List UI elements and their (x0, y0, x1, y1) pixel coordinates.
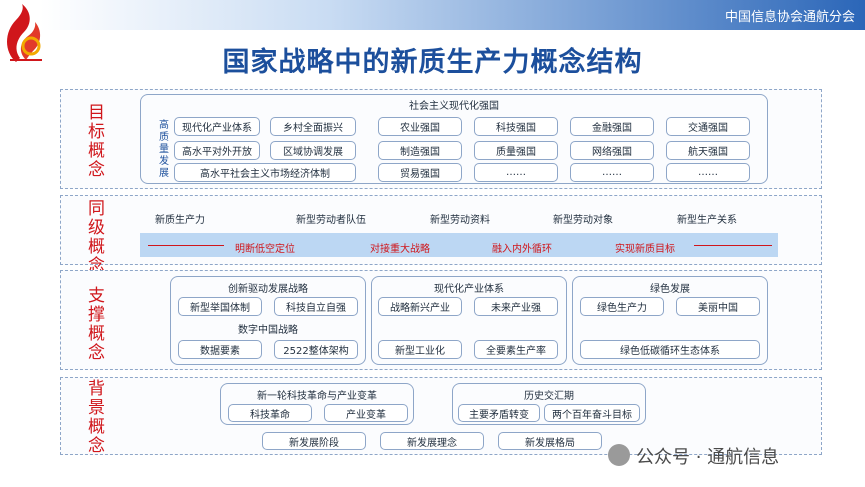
power-box: 农业强国 (378, 117, 462, 136)
strip-line-right (694, 245, 772, 246)
background-box: 科技革命 (228, 404, 312, 422)
watermark-text: 公众号 · 通航信息 (636, 447, 780, 468)
power-box: 质量强国 (474, 141, 558, 160)
target-box-wide: 高水平社会主义市场经济体制 (174, 163, 356, 182)
power-box: …… (666, 163, 750, 182)
power-box: 网络强国 (570, 141, 654, 160)
target-box: 区域协调发展 (270, 141, 356, 160)
target-box: 高水平对外开放 (174, 141, 260, 160)
support-box: 美丽中国 (676, 297, 760, 316)
org-name: 中国信息协会通航分会 (724, 10, 855, 25)
background-box: 新发展格局 (498, 432, 602, 450)
support-box: 数据要素 (178, 340, 262, 359)
background-box: 新发展阶段 (262, 432, 366, 450)
digital-china-title: 数字中国战略 (238, 325, 298, 336)
peer-band-label: 同级概念 (88, 199, 105, 276)
peer-item: 新型生产关系 (677, 215, 737, 226)
background-box: 产业变革 (324, 404, 408, 422)
strip-item: 明断低空定位 (235, 244, 295, 255)
support-box: 未来产业强 (474, 297, 558, 316)
strip-item: 对接重大战略 (370, 244, 430, 255)
strip-item: 实现新质目标 (615, 244, 675, 255)
history-title: 历史交汇期 (524, 391, 574, 402)
page-title: 国家战略中的新质生产力概念结构 (222, 47, 643, 78)
power-box: 交通强国 (666, 117, 750, 136)
peer-item: 新型劳动者队伍 (296, 215, 366, 226)
background-box: 主要矛盾转变 (458, 404, 540, 422)
support-box: 科技自立自强 (274, 297, 358, 316)
peer-item: 新型劳动对象 (553, 215, 613, 226)
target-band-label: 目标概念 (88, 103, 105, 180)
header-bar (40, 0, 865, 30)
power-box: 贸易强国 (378, 163, 462, 182)
strip-line-left (148, 245, 224, 246)
strategy-strip (140, 233, 778, 257)
revolution-title: 新一轮科技革命与产业变革 (257, 391, 377, 402)
power-box: 金融强国 (570, 117, 654, 136)
peer-item: 新质生产力 (155, 215, 205, 226)
support-box: 战略新兴产业 (378, 297, 462, 316)
target-box: 现代化产业体系 (174, 117, 260, 136)
power-box: 科技强国 (474, 117, 558, 136)
support-band-label: 支撑概念 (88, 286, 105, 363)
socialist-power-title: 社会主义现代化强国 (409, 101, 499, 112)
background-box: 两个百年奋斗目标 (544, 404, 640, 422)
support-box: 新型举国体制 (178, 297, 262, 316)
innovation-title: 创新驱动发展战略 (228, 284, 308, 295)
support-box: 绿色生产力 (580, 297, 664, 316)
wechat-icon (608, 444, 630, 466)
background-box: 新发展理念 (380, 432, 484, 450)
power-box: …… (570, 163, 654, 182)
background-band-label: 背景概念 (88, 379, 105, 456)
power-box: 制造强国 (378, 141, 462, 160)
support-box: 全要素生产率 (474, 340, 558, 359)
green-title: 绿色发展 (650, 284, 690, 295)
power-box: …… (474, 163, 558, 182)
industry-title: 现代化产业体系 (434, 284, 504, 295)
target-box: 乡村全面振兴 (270, 117, 356, 136)
support-box: 2522整体架构 (274, 340, 358, 359)
peer-item: 新型劳动资料 (430, 215, 490, 226)
power-box: 航天强国 (666, 141, 750, 160)
logo-icon (7, 4, 42, 62)
support-box: 新型工业化 (378, 340, 462, 359)
high-quality-label: 高质量发展 (159, 120, 169, 179)
strip-item: 融入内外循环 (492, 244, 552, 255)
support-box-wide: 绿色低碳循环生态体系 (580, 340, 760, 359)
